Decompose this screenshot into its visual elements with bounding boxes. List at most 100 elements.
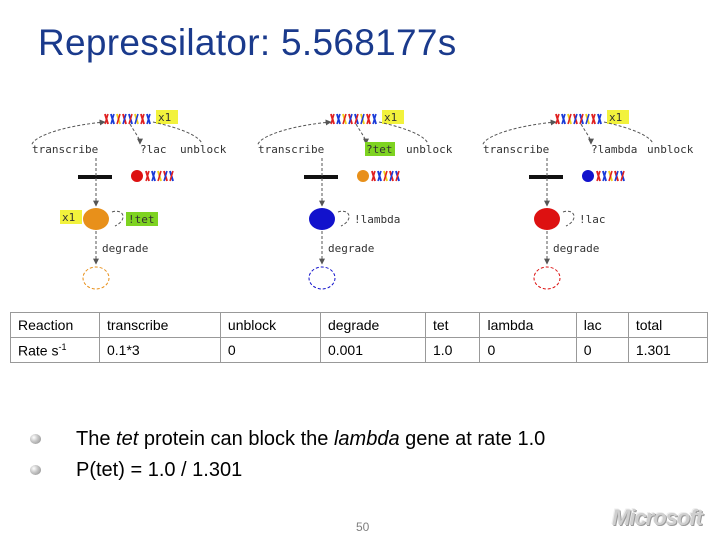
table-cell: 1.0 bbox=[424, 337, 481, 363]
dna-strand bbox=[597, 113, 602, 125]
table-cell: 1.301 bbox=[627, 337, 709, 363]
unblock-arrow bbox=[603, 121, 654, 145]
multiplier-highlight bbox=[607, 110, 629, 124]
dna-strand bbox=[342, 113, 347, 125]
dna-strand bbox=[140, 113, 145, 125]
dna-strand bbox=[383, 170, 388, 182]
protein-multiplier-highlight bbox=[60, 210, 82, 224]
dna-strand bbox=[128, 113, 133, 125]
dna-strand bbox=[146, 113, 151, 125]
gene-dna-icon bbox=[330, 113, 377, 125]
dna-strand bbox=[395, 170, 400, 182]
dna-strand bbox=[377, 170, 382, 182]
guard-label: ?lambda bbox=[591, 143, 637, 156]
transcribe-label: transcribe bbox=[483, 143, 549, 156]
gene-multiplier: x1 bbox=[384, 111, 397, 124]
guard-label: ?lac bbox=[140, 143, 167, 156]
dna-strand bbox=[602, 170, 607, 182]
bullet-item: P(tet) = 1.0 / 1.301 bbox=[30, 455, 545, 486]
page-number: 50 bbox=[356, 520, 370, 534]
guard-highlight bbox=[365, 142, 395, 156]
degraded-protein-icon bbox=[308, 266, 336, 290]
protein-channel-label: !lambda bbox=[354, 213, 400, 226]
dna-strand bbox=[371, 170, 376, 182]
repressor-molecule-icon bbox=[357, 170, 369, 182]
dna-strand bbox=[116, 113, 121, 125]
transcribe-arrow bbox=[257, 119, 332, 147]
transcribe-label: transcribe bbox=[258, 143, 324, 156]
dna-strand bbox=[372, 113, 377, 125]
degraded-protein-icon bbox=[533, 266, 561, 290]
repressilator-diagram: x1 transcribe ?lac unblock x1 !tet degrade x1 tr… bbox=[31, 110, 694, 290]
dna-strand bbox=[591, 113, 596, 125]
bullet-text: The bbox=[76, 428, 117, 450]
table-cell: 0.1*3 bbox=[99, 337, 221, 363]
multiplier-highlight bbox=[156, 110, 178, 124]
table-cell: 0 bbox=[479, 337, 577, 363]
table-cell: 0.001 bbox=[319, 337, 426, 363]
table-rate-row: Rate s-1 0.1*3 0 0.001 1.0 0 0 1.301 bbox=[10, 337, 709, 363]
unblock-arrow bbox=[378, 121, 429, 145]
repressor-dna-icon bbox=[596, 170, 625, 182]
protein-molecule-icon bbox=[83, 208, 109, 230]
dna-strand bbox=[573, 113, 578, 125]
rate-label: Rate s bbox=[18, 342, 59, 359]
unblock-label: unblock bbox=[647, 143, 694, 156]
channel-highlight bbox=[126, 212, 158, 226]
microsoft-logo: Microsoft bbox=[612, 505, 703, 530]
repressor-molecule-icon bbox=[582, 170, 594, 182]
degrade-label: degrade bbox=[553, 242, 599, 255]
unblock-label: unblock bbox=[406, 143, 453, 156]
transcribe-arrow bbox=[31, 119, 106, 147]
guard-arrow bbox=[580, 123, 594, 145]
repressor-dna-icon bbox=[371, 170, 400, 182]
table-cell: lambda bbox=[479, 312, 577, 338]
dna-strand bbox=[134, 113, 139, 125]
dna-strand bbox=[614, 170, 619, 182]
rate-unit-exponent: -1 bbox=[58, 341, 67, 352]
bullet-emphasis: lambda bbox=[333, 428, 400, 450]
degrade-label: degrade bbox=[328, 242, 374, 255]
bullet-item: The tet protein can block the lambda gen… bbox=[30, 424, 545, 455]
dna-strand bbox=[122, 113, 127, 125]
repressor-molecule-icon bbox=[131, 170, 143, 182]
protein-self-arrow bbox=[111, 210, 124, 227]
dna-strand bbox=[110, 113, 115, 125]
degraded-protein-icon bbox=[82, 266, 110, 290]
table-cell: degrade bbox=[319, 312, 426, 338]
rates-table: Reaction transcribe unblock degrade tet … bbox=[10, 312, 709, 363]
gene-multiplier: x1 bbox=[158, 111, 171, 124]
table-cell-rate-label: Rate s-1 bbox=[10, 337, 100, 363]
table-cell: transcribe bbox=[99, 312, 221, 338]
protein-molecule-icon bbox=[309, 208, 335, 230]
dna-strand bbox=[169, 170, 174, 182]
protein-self-arrow bbox=[562, 210, 575, 227]
dna-strand bbox=[336, 113, 341, 125]
table-header-row: Reaction transcribe unblock degrade tet … bbox=[10, 312, 709, 338]
dna-strand bbox=[579, 113, 584, 125]
protein-multiplier: x1 bbox=[62, 211, 75, 224]
unblock-label: unblock bbox=[180, 143, 227, 156]
table-cell: Reaction bbox=[10, 312, 100, 338]
table-cell: 0 bbox=[575, 337, 629, 363]
table-cell: 0 bbox=[219, 337, 321, 363]
unblock-arrow bbox=[152, 121, 203, 145]
protein-self-arrow bbox=[337, 210, 350, 227]
dna-strand bbox=[163, 170, 168, 182]
table-cell: lac bbox=[575, 312, 629, 338]
transcribe-label: transcribe bbox=[32, 143, 98, 156]
slide-title: Repressilator: 5.568177s bbox=[38, 22, 457, 63]
gene-dna-icon bbox=[104, 113, 151, 125]
dna-strand bbox=[360, 113, 365, 125]
table-cell: total bbox=[627, 312, 709, 338]
repressor-dna-icon bbox=[145, 170, 174, 182]
bullet-icon bbox=[30, 465, 41, 475]
dna-strand bbox=[157, 170, 162, 182]
bullet-text: protein can block the bbox=[138, 428, 334, 450]
dna-strand bbox=[145, 170, 150, 182]
protein-channel-label: !tet bbox=[128, 213, 155, 226]
dna-strand bbox=[354, 113, 359, 125]
